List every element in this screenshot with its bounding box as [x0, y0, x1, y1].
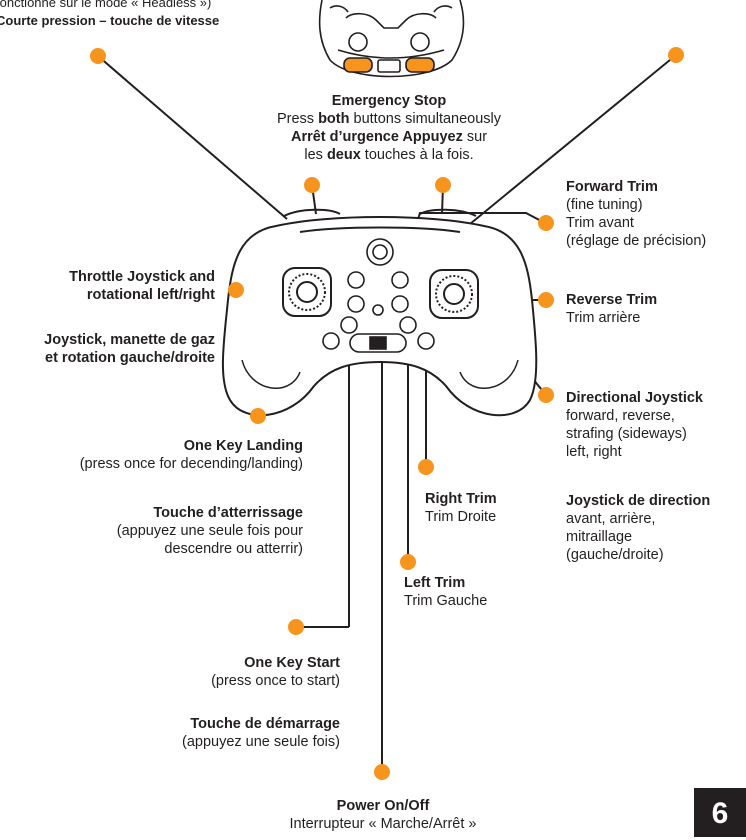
top-partial-line1: fonctionne sur le mode « Headless ») — [0, 0, 212, 10]
throttle-label-fr: Joystick, manette de gaz et rotation gau… — [44, 332, 215, 366]
forward-trim-label: Forward Trim (fine tuning) Trim avant (r… — [566, 179, 707, 249]
controller-body — [221, 208, 538, 417]
center-button — [372, 304, 384, 316]
power-icon-button — [366, 238, 394, 266]
one-key-start-label-fr: Touche de démarrage (appuyez une seule f… — [182, 716, 340, 750]
right-trim-button — [417, 332, 435, 350]
directional-joystick-label-fr: Joystick de direction avant, arrière, mi… — [566, 493, 711, 563]
page-number: 6 — [694, 788, 746, 837]
throttle-label: Throttle Joystick and rotational left/ri… — [69, 269, 215, 303]
directional-joystick-label: Directional Joystick forward, reverse, s… — [566, 390, 703, 460]
one-key-start-button — [340, 316, 358, 334]
throttle-joystick[interactable] — [282, 267, 332, 317]
rotate-button — [347, 295, 365, 313]
reverse-trim-label: Reverse Trim Trim arrière — [566, 292, 658, 326]
forward-trim-left-button — [347, 271, 365, 289]
top-partial-line2: Courte pression – touche de vitesse — [0, 13, 220, 28]
left-trim-label: Left Trim Trim Gauche — [404, 575, 488, 609]
reverse-trim-button — [391, 295, 409, 313]
emergency-stop-label: Emergency Stop Press both buttons simult… — [236, 92, 542, 164]
forward-trim-title: Forward Trim — [566, 179, 658, 195]
left-trim-button — [399, 316, 417, 334]
one-key-landing-button — [322, 332, 340, 350]
directional-joystick[interactable] — [429, 269, 479, 319]
center-buttons[interactable] — [322, 238, 435, 353]
callout-dots — [90, 47, 684, 780]
one-key-landing-label: One Key Landing (press once for decendin… — [79, 438, 303, 472]
one-key-start-label: One Key Start (press once to start) — [211, 655, 340, 689]
power-label: Power On/Off Interrupteur « Marche/Arrêt… — [289, 798, 477, 832]
emergency-stop-title: Emergency Stop — [331, 93, 447, 109]
top-partial-label: fonctionne sur le mode « Headless ») Cou… — [0, 0, 219, 30]
hands-illustration — [318, 0, 465, 78]
one-key-landing-label-fr: Touche d’atterrissage (appuyez une seule… — [116, 505, 303, 557]
forward-trim-button — [391, 271, 409, 289]
right-trim-label: Right Trim Trim Droite — [425, 491, 497, 525]
